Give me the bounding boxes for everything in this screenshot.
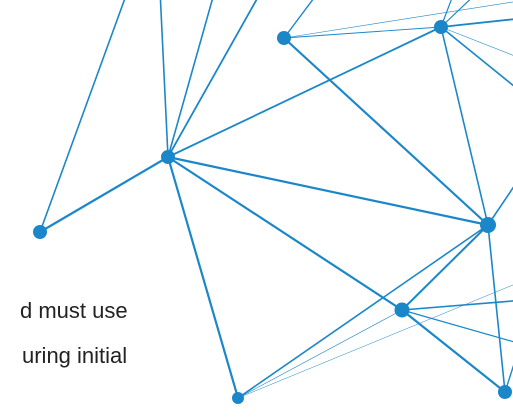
network-node: [480, 217, 496, 233]
network-edge: [39, 0, 126, 233]
network-edge: [237, 224, 489, 399]
network-edge: [167, 0, 258, 158]
network-edge: [167, 0, 214, 158]
body-text-line: uring initial: [22, 343, 128, 368]
network-edge: [167, 156, 403, 311]
network-edge: [401, 224, 489, 311]
network-edge: [282, 36, 490, 227]
body-text-line: d must use: [20, 298, 128, 323]
network-edge: [504, 364, 513, 393]
network-edge: [440, 18, 513, 28]
network-edge: [487, 224, 506, 393]
network-node: [394, 302, 410, 318]
network-edge: [167, 156, 489, 226]
network-edge: [237, 284, 513, 399]
network-edge: [440, 26, 489, 226]
network-edge: [283, 26, 442, 39]
network-edge: [401, 309, 513, 343]
network-edge: [400, 308, 507, 394]
network-edge: [159, 0, 169, 158]
network-node: [232, 392, 244, 404]
network-edge: [440, 26, 513, 87]
network-node: [277, 31, 291, 45]
network-edge: [440, 0, 471, 28]
network-node: [434, 20, 448, 34]
network-edge: [487, 186, 513, 226]
network-edge: [440, 26, 513, 56]
network-edge: [38, 155, 170, 234]
network-edge: [283, 1, 513, 39]
network-edge: [167, 26, 442, 158]
network-edge: [283, 0, 314, 39]
network-node: [498, 385, 512, 399]
network-edge: [401, 300, 513, 311]
network-node: [161, 150, 175, 164]
network-edge: [237, 309, 403, 399]
network-edge: [166, 155, 240, 400]
network-node: [33, 225, 47, 239]
